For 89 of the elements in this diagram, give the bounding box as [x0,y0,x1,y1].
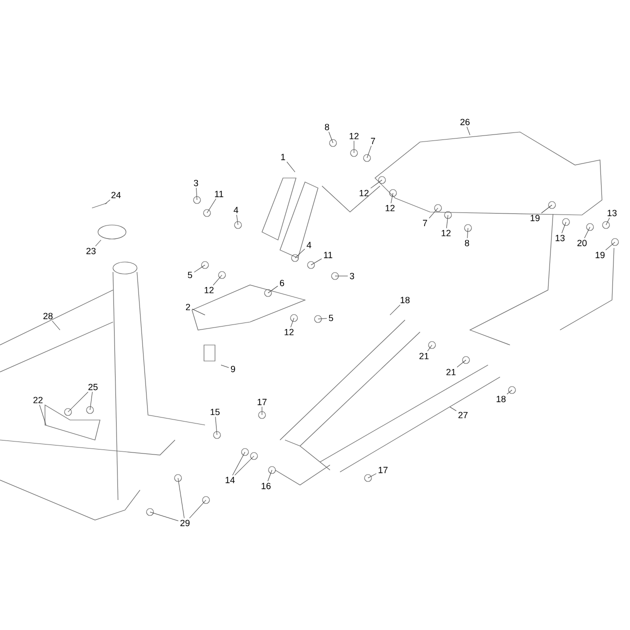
callout-number: 18 [496,396,506,402]
leader-line [428,208,438,218]
leader-line [370,180,382,188]
callout-number: 13 [608,210,617,216]
leader-line [290,318,294,328]
callout-number: 7 [422,220,428,226]
leader-line [236,214,238,226]
leader-line [427,344,432,352]
callout-number: 12 [350,132,359,140]
callout-number: 16 [262,482,271,490]
leader-line [234,456,254,476]
callout-number: 1 [281,154,286,160]
leader-line [368,473,377,478]
callout-number: 20 [577,240,587,246]
callout-number: 29 [180,520,190,526]
leader-line [294,248,306,258]
callout-number: 5 [188,272,192,278]
callout-number: 3 [350,272,354,280]
leader-line [212,274,222,286]
callout-number: 5 [328,314,334,322]
callout-number: 8 [324,124,330,130]
leader-line [467,228,468,238]
leader-line [215,416,218,436]
leader-line [232,452,246,476]
leader-line [206,198,216,214]
callout-number: 21 [419,352,429,360]
callout-number: 11 [324,252,332,258]
callout-number: 18 [400,296,410,304]
callout-number: 9 [230,366,236,372]
leader-line [328,132,334,144]
callout-number: 12 [386,204,395,212]
callout-number: 3 [194,180,198,186]
leader-line [268,286,278,294]
callout-number: 12 [204,286,214,294]
callout-number: 19 [596,252,605,258]
callout-number: 23 [86,248,96,254]
callout-number: 6 [280,280,284,286]
leader-line [268,470,272,482]
callout-number: 28 [43,312,53,320]
leader-line [506,390,512,394]
callout-number: 15 [210,408,220,416]
leader-line [150,512,179,522]
leader-line [605,242,616,250]
leader-line [366,146,372,158]
callout-number: 17 [378,466,388,474]
leader-line [584,226,590,238]
leader-line [68,392,88,412]
leader-line [220,364,230,368]
callout-number: 22 [33,396,43,404]
leader-line [192,308,206,316]
callout-number: 8 [464,240,470,246]
leader-line [178,478,184,518]
callout-number: 12 [360,190,369,196]
callout-number: 11 [215,190,224,198]
callout-number: 26 [460,118,470,126]
leader-line [196,188,198,200]
callout-number: 14 [226,476,235,484]
leader-line [390,192,394,204]
callout-number: 24 [111,192,121,198]
leader-line [39,404,46,426]
callout-number: 17 [258,398,267,406]
leader-line [562,222,566,234]
leader-line [541,204,552,214]
leader-line [310,258,322,266]
leader-line [446,214,448,228]
callout-number: 12 [442,230,451,236]
leader-line [318,318,328,320]
callout-number: 25 [88,384,98,390]
leader-line [606,218,610,226]
callout-number: 4 [234,206,238,214]
leader-line [456,360,466,368]
callout-number: 4 [306,242,312,248]
callout-number: 21 [446,368,456,376]
leader-line [104,200,110,204]
leader-line [194,264,206,272]
callout-number: 2 [186,304,190,310]
leader-line [90,392,93,410]
callout-number: 19 [530,214,540,222]
callout-number: 27 [458,412,468,418]
leader-line [286,162,296,172]
callout-number: 12 [284,328,294,336]
callout-number: 13 [556,234,565,242]
leader-line [390,304,400,316]
leader-line [450,406,457,412]
leader-line [189,500,206,518]
callout-number: 7 [370,138,376,144]
leader-line [466,126,470,136]
leader-line [52,320,60,330]
leader-line [95,240,102,246]
